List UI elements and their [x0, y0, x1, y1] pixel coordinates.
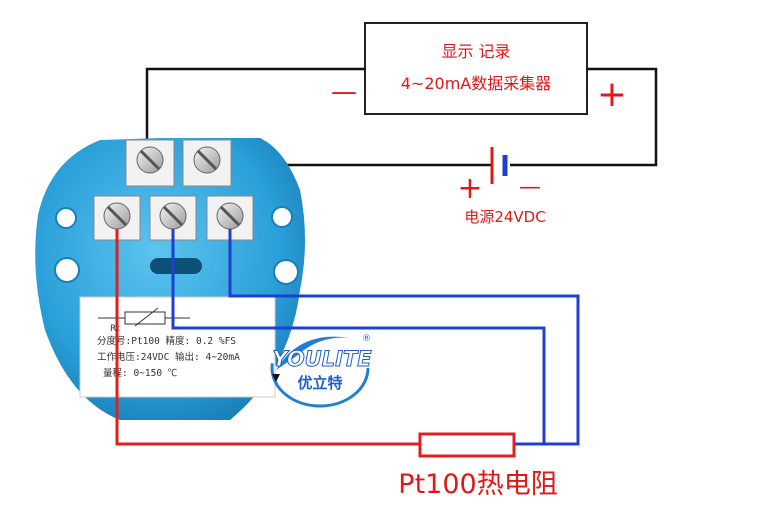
screw-top-left — [136, 146, 164, 174]
screw-top-right — [193, 146, 221, 174]
spec-row-2: 工作电压:24VDC 输出: 4~20mA — [97, 351, 240, 363]
screw-bottom-left — [103, 202, 131, 230]
rt-label: Rt — [110, 324, 120, 334]
youlite-logo: YOULITE 优立特 ® — [270, 328, 373, 408]
screw-bottom-right — [216, 202, 244, 230]
blue-wires — [171, 229, 580, 446]
recorder-line2: 4~20mA数据采集器 — [401, 74, 551, 93]
logo-brand: YOULITE — [272, 347, 372, 371]
red-wire — [115, 229, 420, 446]
spec-row-3: 量程: 0~150 ℃ — [103, 368, 178, 379]
spec-row-1: 分度号:Pt100 精度: 0.2 %FS — [97, 335, 236, 347]
recorder-box: 显示 记录 4~20mA数据采集器 — [364, 22, 588, 115]
recorder-line1: 显示 记录 — [441, 42, 510, 61]
recorder-plus-sign: + — [597, 74, 627, 115]
logo-registered-mark: ® — [362, 334, 371, 344]
battery-symbol — [490, 147, 508, 184]
screw-bottom-middle — [159, 202, 187, 230]
recorder-minus-sign: — — [331, 77, 357, 107]
battery-minus-sign: — — [519, 175, 541, 200]
battery-plus-sign: + — [457, 171, 482, 206]
sensor-label: Pt100热电阻 — [398, 469, 557, 500]
logo-chinese: 优立特 — [297, 374, 342, 392]
pt100-resistor — [418, 432, 516, 458]
power-label: 电源24VDC — [464, 208, 545, 226]
spec-label-plate: Rt 分度号:Pt100 精度: 0.2 %FS 工作电压:24VDC 输出: … — [79, 296, 276, 398]
